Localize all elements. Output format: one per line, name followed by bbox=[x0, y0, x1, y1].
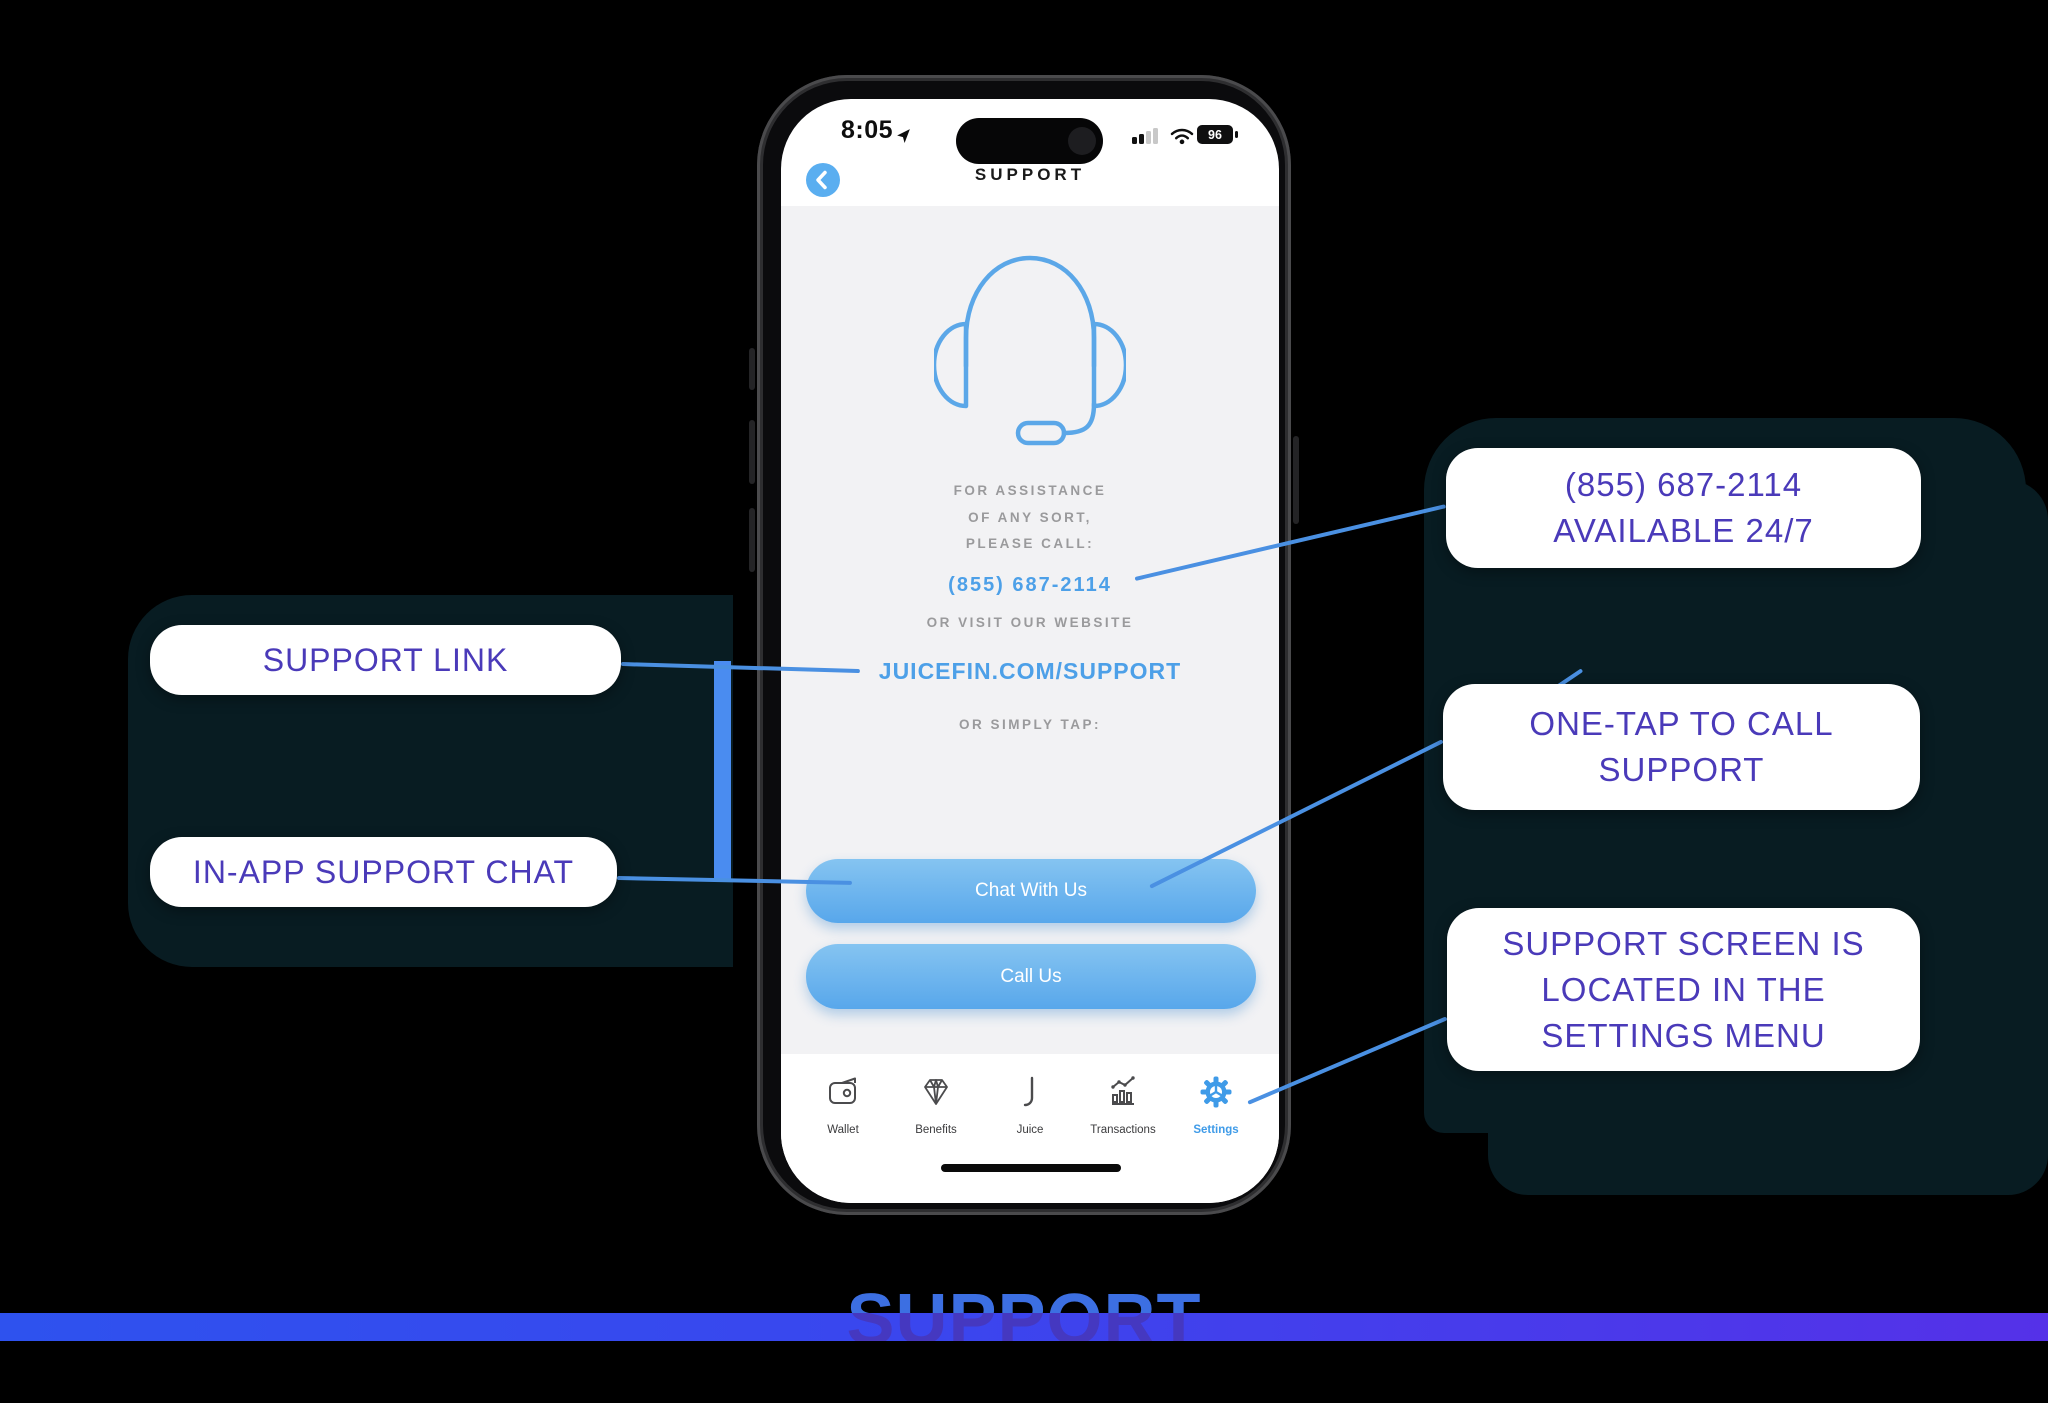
callout-support-link: SUPPORT LINK bbox=[150, 625, 621, 695]
phone-screen: 8:05 9 bbox=[781, 99, 1279, 1203]
back-button[interactable] bbox=[806, 163, 840, 197]
footer-title-clip-bar: SUPPORT bbox=[0, 1313, 2048, 1341]
tab-juice[interactable]: Juice bbox=[986, 1074, 1074, 1136]
tab-benefits[interactable]: Benefits bbox=[892, 1074, 980, 1136]
diamond-icon bbox=[924, 1079, 948, 1105]
phone-power-button bbox=[1293, 436, 1299, 524]
home-indicator[interactable] bbox=[941, 1164, 1121, 1172]
signal-icon bbox=[1132, 128, 1158, 144]
call-us-button[interactable]: Call Us bbox=[806, 944, 1256, 1009]
assistance-text: FOR ASSISTANCE OF ANY SORT, PLEASE CALL: bbox=[953, 483, 1107, 551]
tap-label: OR SIMPLY TAP: bbox=[958, 717, 1102, 732]
tab-label: Benefits bbox=[915, 1124, 957, 1136]
tab-bar: Wallet Benefits bbox=[781, 1054, 1279, 1203]
juice-j-icon bbox=[1023, 1076, 1034, 1107]
footer-title-clip-top: SUPPORT bbox=[0, 1284, 2048, 1313]
connector-vertical-bar bbox=[714, 661, 731, 879]
callout-settings-note: SUPPORT SCREEN IS LOCATED IN THE SETTING… bbox=[1447, 908, 1920, 1071]
phone-mute-switch bbox=[749, 348, 755, 390]
phone-frame: 8:05 9 bbox=[757, 75, 1291, 1215]
support-website-link[interactable]: JUICEFIN.COM/SUPPORT bbox=[878, 658, 1182, 684]
screen-title: SUPPORT bbox=[974, 165, 1086, 184]
phone-volume-up-button bbox=[749, 420, 755, 484]
status-time: 8:05 bbox=[841, 116, 894, 144]
tab-wallet[interactable]: Wallet bbox=[799, 1074, 887, 1136]
callout-availability: (855) 687-2114 AVAILABLE 24/7 bbox=[1446, 448, 1921, 568]
phone-volume-down-button bbox=[749, 508, 755, 572]
wallet-icon bbox=[829, 1077, 856, 1104]
tab-label: Juice bbox=[1016, 1124, 1044, 1136]
tab-label: Transactions bbox=[1090, 1124, 1156, 1136]
settings-gear-icon bbox=[1200, 1076, 1232, 1108]
support-content: FOR ASSISTANCE OF ANY SORT, PLEASE CALL:… bbox=[781, 206, 1279, 1054]
headset-icon bbox=[934, 255, 1126, 446]
support-phone-number: (855) 687-2114 bbox=[948, 574, 1112, 596]
callout-one-tap: ONE-TAP TO CALL SUPPORT bbox=[1443, 684, 1920, 810]
footer-title-overlay: SUPPORT bbox=[0, 1313, 2048, 1341]
battery-icon: 96 bbox=[1197, 125, 1238, 144]
wifi-icon bbox=[1170, 128, 1194, 145]
transactions-chart-icon bbox=[1111, 1076, 1135, 1105]
battery-percent: 96 bbox=[1208, 127, 1222, 142]
phone-bezel: 8:05 9 bbox=[763, 81, 1285, 1209]
website-label: OR VISIT OUR WEBSITE bbox=[926, 615, 1134, 630]
tab-transactions[interactable]: Transactions bbox=[1079, 1074, 1167, 1136]
dynamic-island bbox=[956, 118, 1103, 164]
camera-icon bbox=[1068, 127, 1096, 155]
footer-gradient-bar bbox=[0, 1313, 2048, 1341]
tab-label: Wallet bbox=[827, 1124, 859, 1136]
footer-title: SUPPORT bbox=[0, 1284, 2048, 1313]
tab-label: Settings bbox=[1193, 1124, 1239, 1136]
chevron-left-icon bbox=[816, 170, 827, 190]
callout-chat: IN-APP SUPPORT CHAT bbox=[150, 837, 617, 907]
tab-settings[interactable]: Settings bbox=[1172, 1074, 1260, 1136]
location-arrow-icon bbox=[897, 129, 910, 143]
